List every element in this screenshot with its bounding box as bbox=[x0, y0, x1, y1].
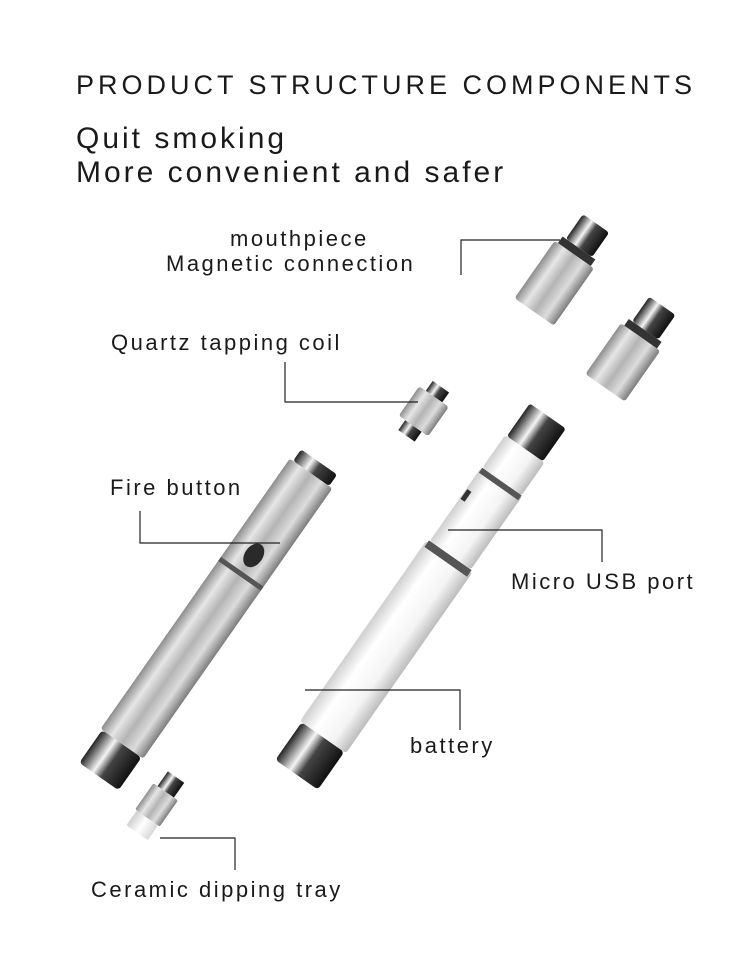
subtitle-line-1: Quit smoking bbox=[76, 122, 288, 155]
subtitle-line-2: More convenient and safer bbox=[76, 156, 507, 189]
mouthpiece-part bbox=[515, 215, 609, 325]
label-mouthpiece: mouthpiece bbox=[230, 226, 369, 251]
leader-quartz-coil bbox=[284, 362, 418, 403]
silver-pen bbox=[80, 450, 336, 789]
leader-mouthpiece bbox=[460, 239, 560, 275]
leader-battery bbox=[305, 689, 461, 730]
atomizer-top bbox=[586, 297, 675, 401]
leader-lines bbox=[139, 239, 603, 870]
leader-fire-button bbox=[139, 511, 280, 544]
fire-button-icon bbox=[243, 543, 265, 568]
leader-micro-usb bbox=[448, 529, 603, 562]
label-battery: battery bbox=[410, 733, 495, 758]
label-magnetic-connection: Magnetic connection bbox=[166, 251, 416, 276]
quartz-coil-part bbox=[398, 380, 450, 442]
label-fire-button: Fire button bbox=[110, 475, 243, 500]
leader-ceramic-tray bbox=[160, 837, 236, 870]
battery-body bbox=[276, 404, 565, 789]
page-title: PRODUCT STRUCTURE COMPONENTS bbox=[76, 70, 697, 100]
label-ceramic-tray: Ceramic dipping tray bbox=[91, 877, 343, 902]
label-quartz-coil: Quartz tapping coil bbox=[111, 330, 342, 355]
ceramic-tray-part bbox=[127, 771, 185, 840]
label-micro-usb: Micro USB port bbox=[511, 569, 696, 594]
